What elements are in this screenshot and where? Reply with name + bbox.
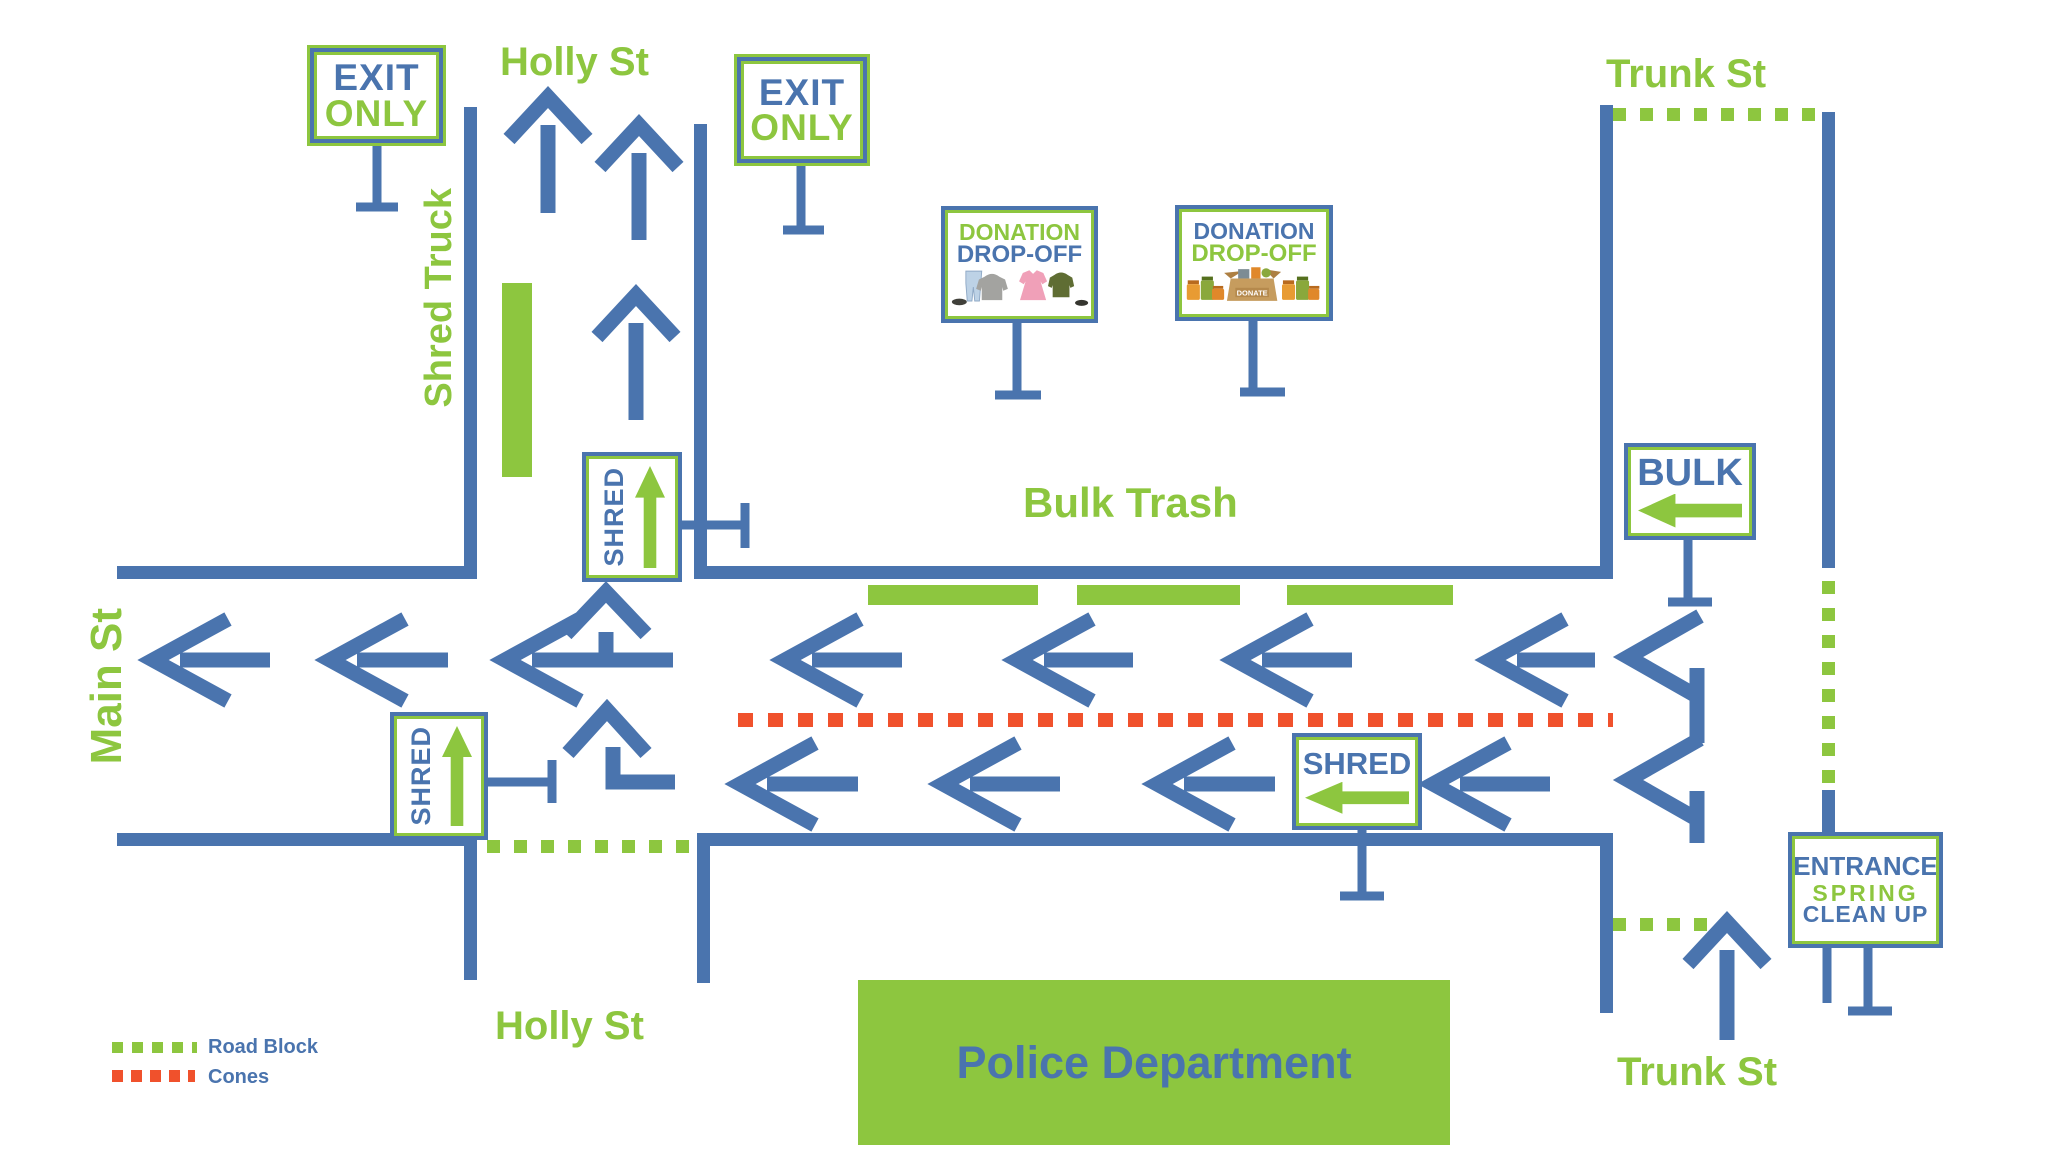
up-arrow [503, 85, 593, 213]
holly-st-upper-left-edge [464, 107, 477, 579]
sign-post [995, 323, 1041, 400]
left-arrow [1001, 612, 1133, 708]
trunk-st-right-edge [1822, 112, 1835, 568]
clothes-graphic [951, 270, 1088, 306]
sign-post [1822, 948, 1892, 1016]
legend-road-block-swatch [112, 1042, 197, 1053]
exit-only-sign-west: EXIT ONLY [310, 48, 443, 143]
trunk-st-right-edge-stub [1822, 790, 1835, 832]
left-arrow [137, 612, 270, 708]
shred-truck-bar [502, 283, 532, 477]
donation-drop-off-clothes-sign: DONATION DROP-OFF [941, 206, 1098, 323]
bulk-trash-bar-3 [1287, 585, 1453, 605]
green-up-arrow [635, 466, 665, 568]
turn-left-corner-arrow [1612, 732, 1705, 843]
left-arrow [927, 736, 1060, 832]
holly-st-label-top: Holly St [500, 40, 649, 84]
police-department-label: Police Department [956, 1036, 1352, 1088]
cones-line-main-st [738, 713, 1613, 727]
road-block-holly-st-lower [487, 840, 695, 853]
bulk-trash-bar-1 [868, 585, 1038, 605]
exit-text: EXIT [333, 57, 420, 99]
trunk-st-lower-left-edge [1600, 833, 1613, 1013]
legend-cones-swatch [112, 1070, 195, 1082]
sign-post [682, 503, 750, 548]
legend-cones-label: Cones [208, 1066, 270, 1088]
entrance-spring-clean-up-sign: ENTRANCE SPRING CLEAN UP [1788, 832, 1943, 948]
turn-left-corner-arrow [1612, 609, 1705, 743]
holly-st-upper-right-edge [694, 124, 707, 579]
holly-st-lower-left-edge [464, 833, 477, 980]
main-st-bottom-edge-east [697, 833, 1613, 846]
holly-st-label-bottom: Holly St [495, 1004, 644, 1048]
exit-only-sign-east: EXIT ONLY [737, 57, 867, 163]
main-st-top-edge-east [694, 566, 1613, 579]
bulk-trash-label: Bulk Trash [1023, 479, 1238, 526]
left-and-up-combined-arrow [489, 581, 673, 708]
bulk-text: BULK [1637, 452, 1743, 495]
up-arrow [591, 283, 681, 420]
left-arrow [1474, 612, 1595, 708]
drop-off-text: DROP-OFF [1191, 239, 1317, 267]
shred-text: SHRED [406, 726, 436, 826]
sign-post [488, 760, 557, 803]
legend-road-block-label: Road Block [208, 1036, 319, 1058]
sign-post [1240, 321, 1285, 397]
left-arrow [1219, 612, 1352, 708]
shred-sign-main-st: SHRED [1292, 733, 1422, 830]
left-arrow [769, 612, 902, 708]
donation-text: DONATION [959, 219, 1080, 246]
bulk-trash-bar-2 [1077, 585, 1240, 605]
main-st-top-edge-west [117, 566, 473, 579]
sign-post [1340, 830, 1384, 901]
up-arrow [594, 113, 684, 240]
green-left-arrow [1638, 493, 1742, 528]
sign-post [356, 143, 398, 212]
food-donation-graphic: DONATE [1186, 267, 1320, 302]
holly-st-lower-right-edge [697, 833, 710, 983]
up-turn-arrow [562, 698, 675, 790]
road-block-trunk-st-lower [1613, 918, 1718, 931]
left-arrow [724, 736, 858, 832]
road-block-trunk-st-top [1613, 108, 1822, 121]
donate-box-label: DONATE [1237, 289, 1268, 298]
sign-post [783, 163, 824, 235]
left-arrow [1141, 736, 1275, 832]
up-arrow [1682, 910, 1772, 1040]
spring-text: SPRING [1812, 879, 1919, 906]
only-text: ONLY [324, 92, 429, 134]
bulk-sign: BULK [1624, 443, 1756, 540]
police-department-building: Police Department [858, 980, 1450, 1145]
green-up-arrow [442, 726, 472, 826]
green-left-arrow [1305, 781, 1409, 814]
donation-text: DONATION [1193, 217, 1315, 244]
trunk-st-left-edge [1600, 105, 1613, 579]
main-st-bottom-edge-west [117, 833, 477, 846]
trunk-st-label-bottom: Trunk St [1617, 1050, 1778, 1094]
drop-off-text: DROP-OFF [956, 241, 1083, 269]
shred-sign-lower-holly: SHRED [390, 712, 488, 840]
clean-up-text: CLEAN UP [1802, 901, 1929, 928]
shred-text: SHRED [1302, 746, 1412, 782]
sign-post [1668, 540, 1712, 607]
shred-sign-upper-holly: SHRED [582, 452, 682, 582]
exit-text: EXIT [758, 71, 846, 113]
entrance-text: ENTRANCE [1793, 850, 1938, 881]
trunk-st-label-top: Trunk St [1606, 52, 1767, 96]
only-text: ONLY [750, 107, 854, 148]
donation-drop-off-food-sign: DONATION DROP-OFF DONATE [1175, 205, 1333, 321]
left-arrow [1417, 736, 1550, 832]
road-block-trunk-st-east [1822, 581, 1835, 790]
left-arrow [314, 612, 448, 708]
shred-text: SHRED [599, 467, 629, 567]
